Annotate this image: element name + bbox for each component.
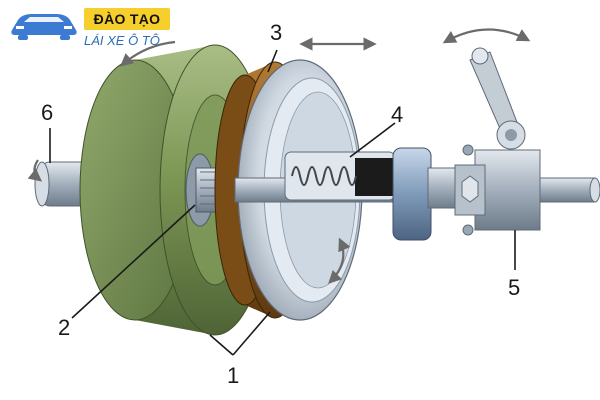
drum-rotation-arrow	[120, 40, 176, 67]
shaft-rotation-arrow	[27, 159, 43, 182]
car-icon	[11, 14, 77, 40]
leader-lines	[49, 49, 516, 356]
callout-6: 6	[41, 100, 53, 125]
callout-4: 4	[391, 102, 403, 127]
callout-5: 5	[508, 275, 520, 300]
housing-rotation-arrow	[328, 237, 351, 284]
logo-badge: ĐÀO TẠO	[84, 8, 170, 30]
release-fork	[454, 47, 541, 236]
callout-2: 2	[58, 315, 70, 340]
fork-swing-arrow	[442, 28, 531, 44]
logo-title: ĐÀO TẠO	[93, 11, 161, 27]
spring-cylinder	[284, 147, 459, 241]
logo-subtitle: LÁI XE Ô TÔ	[84, 33, 160, 48]
callout-3: 3	[270, 20, 282, 45]
callout-1: 1	[227, 363, 239, 388]
